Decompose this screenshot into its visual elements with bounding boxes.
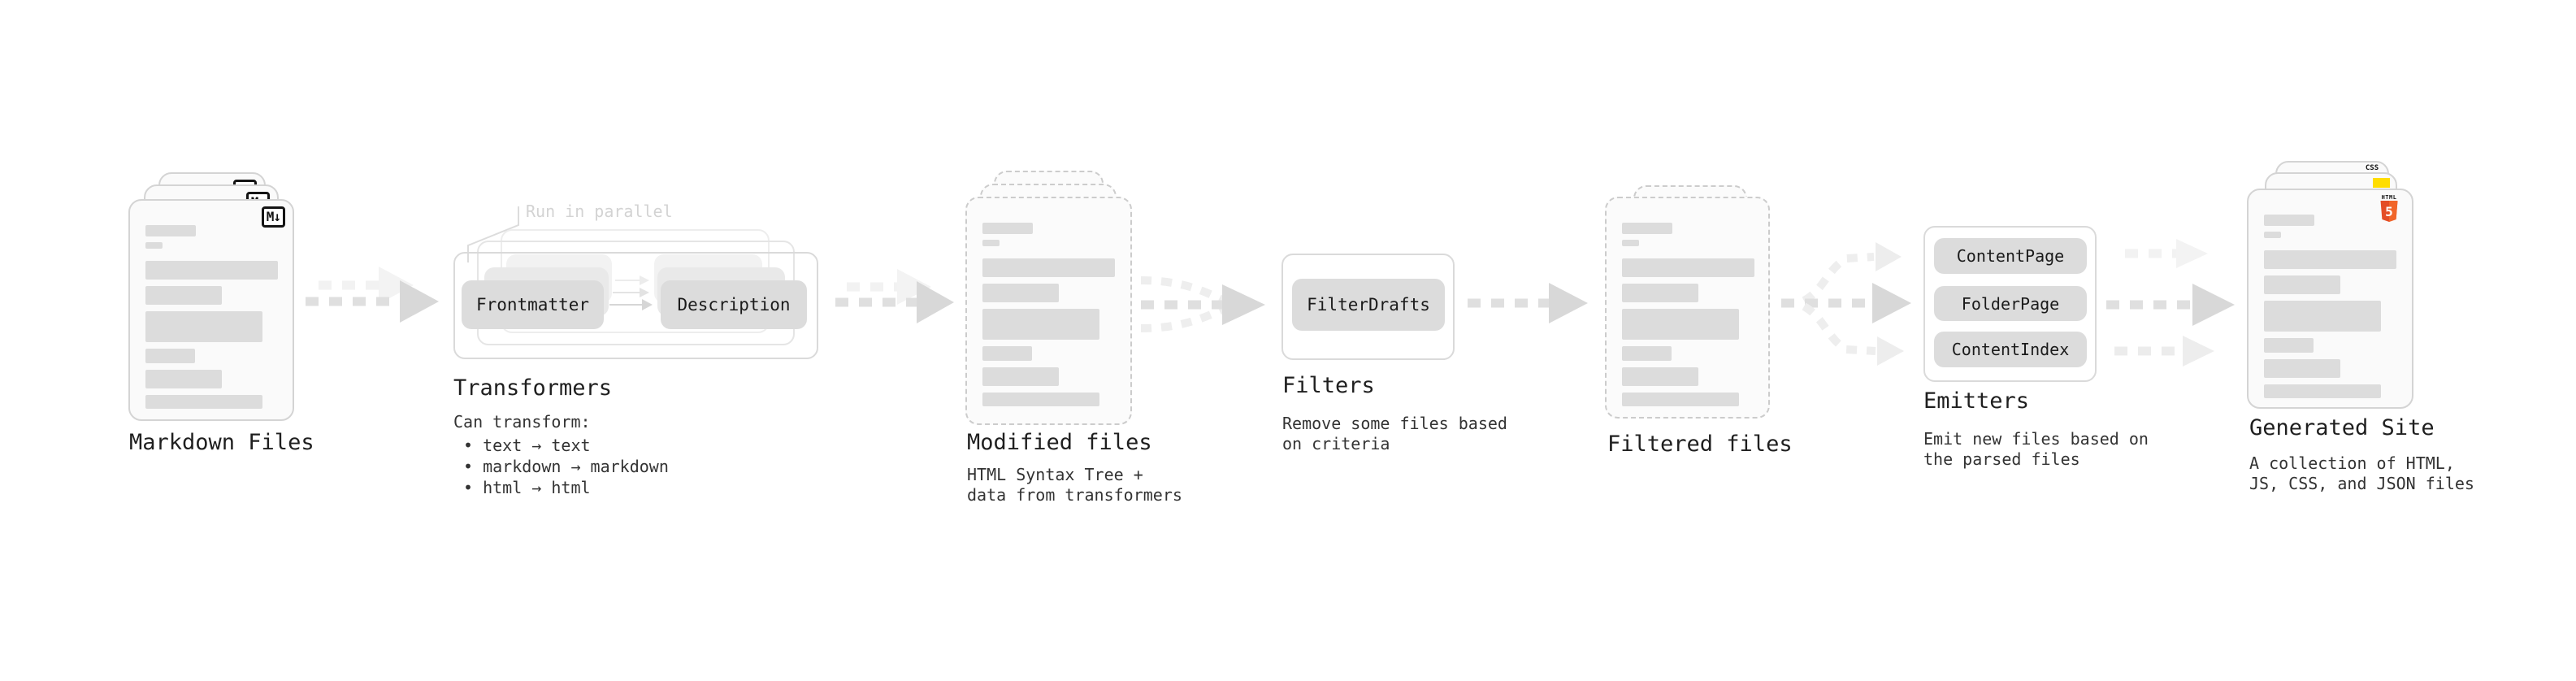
placeholder-bar (2264, 215, 2314, 226)
transformers-desc-heading: Can transform: (453, 412, 591, 432)
filtered-file-card-front (1605, 197, 1770, 419)
filters-desc: on criteria (1282, 434, 1390, 453)
placeholder-bar (982, 240, 1000, 246)
transformers-box (453, 252, 818, 359)
arrow-markdown-to-transformers (306, 267, 439, 323)
placeholder-bar (982, 284, 1059, 302)
emitters-desc: Emit new files based on (1923, 429, 2149, 449)
modified-files-stack (965, 171, 1160, 427)
filtered-files-stack (1605, 185, 1800, 429)
markdown-files-label: Markdown Files (129, 430, 314, 455)
filters-desc: Remove some files based (1282, 414, 1507, 433)
placeholder-bar (145, 395, 262, 409)
doc-placeholder-lines (130, 225, 278, 409)
placeholder-bar (2264, 359, 2340, 378)
placeholder-bar (1622, 258, 1754, 277)
arrows-emitters-to-site (2106, 239, 2235, 367)
filtered-files-label: Filtered files (1607, 432, 1793, 457)
modified-files-label: Modified files (967, 430, 1152, 455)
modified-files-desc: data from transformers (967, 485, 1182, 505)
placeholder-bar (2264, 301, 2381, 332)
doc-placeholder-lines (967, 223, 1115, 406)
placeholder-bar (2264, 250, 2396, 269)
placeholder-bar (982, 258, 1115, 277)
markdown-files-stack: M↓ M↓ M↓ (128, 172, 323, 424)
markdown-file-card-front: M↓ (128, 199, 294, 421)
arrow-filters-to-filtered (1468, 283, 1588, 323)
placeholder-bar (2264, 338, 2314, 353)
transformers-label: Transformers (453, 375, 613, 401)
placeholder-bar (982, 367, 1059, 386)
emitter-contentindex-pill: ContentIndex (1934, 332, 2087, 367)
filters-label: Filters (1282, 373, 1375, 398)
transformer-description-pill: Description (661, 280, 807, 329)
html5-icon-word: HTML (2381, 194, 2397, 201)
arrow-filtered-to-emitters-fanout (1781, 242, 1911, 366)
placeholder-bar (2264, 232, 2281, 238)
emitters-label: Emitters (1923, 388, 2030, 414)
emitters-desc: the parsed files (1923, 449, 2080, 469)
generated-site-stack: CSS HTML 5 (2247, 161, 2442, 413)
modified-file-card-front (965, 197, 1132, 425)
run-in-parallel-note: Run in parallel (526, 202, 673, 221)
transformer-frontmatter-pill: Frontmatter (462, 280, 604, 329)
js-icon (2373, 178, 2390, 188)
arrow-transformers-to-modified (835, 269, 954, 323)
doc-placeholder-lines (2249, 215, 2396, 398)
placeholder-bar (982, 309, 1099, 340)
placeholder-bar (1622, 367, 1698, 386)
placeholder-bar (145, 261, 278, 280)
svg-text:5: 5 (2385, 204, 2393, 219)
generated-site-desc: A collection of HTML, (2249, 453, 2455, 473)
markdown-icon: M↓ (261, 206, 285, 228)
placeholder-bar (145, 349, 195, 363)
placeholder-bar (2264, 275, 2340, 294)
placeholder-bar (145, 370, 222, 388)
doc-placeholder-lines (1607, 223, 1754, 406)
placeholder-bar (1622, 240, 1639, 246)
placeholder-bar (1622, 309, 1739, 340)
html5-shield: 5 (2380, 201, 2398, 223)
placeholder-bar (2264, 384, 2381, 398)
placeholder-bar (982, 393, 1099, 406)
emitter-folderpage-pill: FolderPage (1934, 286, 2087, 321)
transformers-bullet: • html → html (463, 478, 591, 497)
emitters-box (1923, 226, 2097, 382)
placeholder-bar (145, 225, 196, 236)
css-icon-label: CSS (2365, 164, 2379, 172)
placeholder-bar (145, 286, 222, 305)
html5-icon: HTML 5 (2379, 194, 2400, 226)
placeholder-bar (982, 346, 1032, 361)
emitter-contentpage-pill: ContentPage (1934, 238, 2087, 274)
transformers-bullet: • text → text (463, 436, 591, 455)
placeholder-bar (145, 242, 163, 249)
placeholder-bar (1622, 284, 1698, 302)
placeholder-bar (1622, 393, 1739, 406)
placeholder-bar (145, 311, 262, 342)
placeholder-bar (982, 223, 1033, 234)
generated-site-label: Generated Site (2249, 415, 2435, 440)
transformers-bullet: • markdown → markdown (463, 457, 669, 476)
filter-drafts-pill: FilterDrafts (1292, 279, 1445, 331)
site-file-card-html: HTML 5 (2247, 189, 2413, 409)
modified-files-desc: HTML Syntax Tree + (967, 465, 1143, 484)
placeholder-bar (1622, 346, 1672, 361)
filters-box (1281, 254, 1455, 360)
placeholder-bar (1622, 223, 1672, 234)
generated-site-desc: JS, CSS, and JSON files (2249, 474, 2474, 493)
